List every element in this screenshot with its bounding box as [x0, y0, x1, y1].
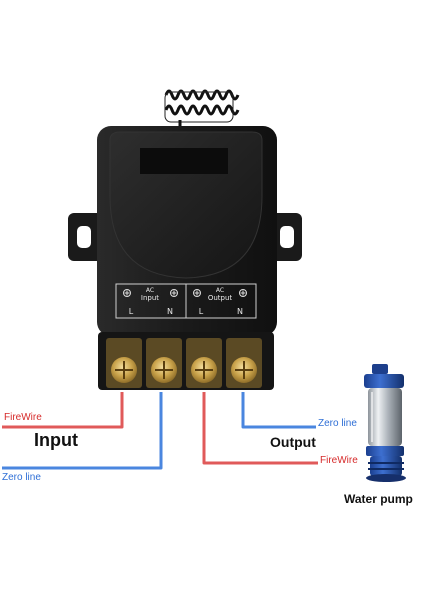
terminal-letter: L — [129, 307, 134, 316]
output-zero-line-wire — [241, 392, 316, 429]
input-zero-line-label: Zero line — [2, 472, 41, 483]
terminal-screw-3 — [191, 357, 217, 383]
output-header-ac: AC — [216, 287, 224, 294]
terminal-letter: N — [237, 307, 243, 316]
input-firewire-wire — [2, 392, 124, 429]
output-firewire-label: FireWire — [320, 455, 358, 466]
input-firewire-label: FireWire — [4, 412, 42, 423]
terminal-label-plate: AC Input AC Output L N L N — [115, 283, 257, 319]
water-pump-image — [364, 364, 406, 482]
screw-symbol-icon — [170, 289, 178, 297]
output-header-label: Output — [208, 294, 233, 302]
input-header-ac: AC — [146, 287, 154, 294]
relay-housing — [97, 126, 277, 336]
output-zero-line-label: Zero line — [318, 418, 357, 429]
screw-symbol-icon — [193, 289, 201, 297]
terminal-screw-1 — [111, 357, 137, 383]
output-title: Output — [270, 434, 316, 450]
terminal-block — [98, 332, 274, 390]
input-title: Input — [34, 430, 78, 450]
terminal-screw-4 — [231, 357, 257, 383]
output-firewire-wire — [202, 392, 318, 465]
indicator-window — [140, 148, 228, 174]
antenna-coil — [164, 89, 240, 128]
terminal-screw-2 — [151, 357, 177, 383]
terminal-letter: L — [199, 307, 204, 316]
screw-symbol-icon — [123, 289, 131, 297]
water-pump-label: Water pump — [344, 492, 413, 506]
input-zero-line-wire — [2, 392, 163, 470]
input-header-label: Input — [141, 294, 159, 302]
terminal-letter: N — [167, 307, 173, 316]
mounting-ear-left — [68, 213, 106, 261]
screw-symbol-icon — [239, 289, 247, 297]
